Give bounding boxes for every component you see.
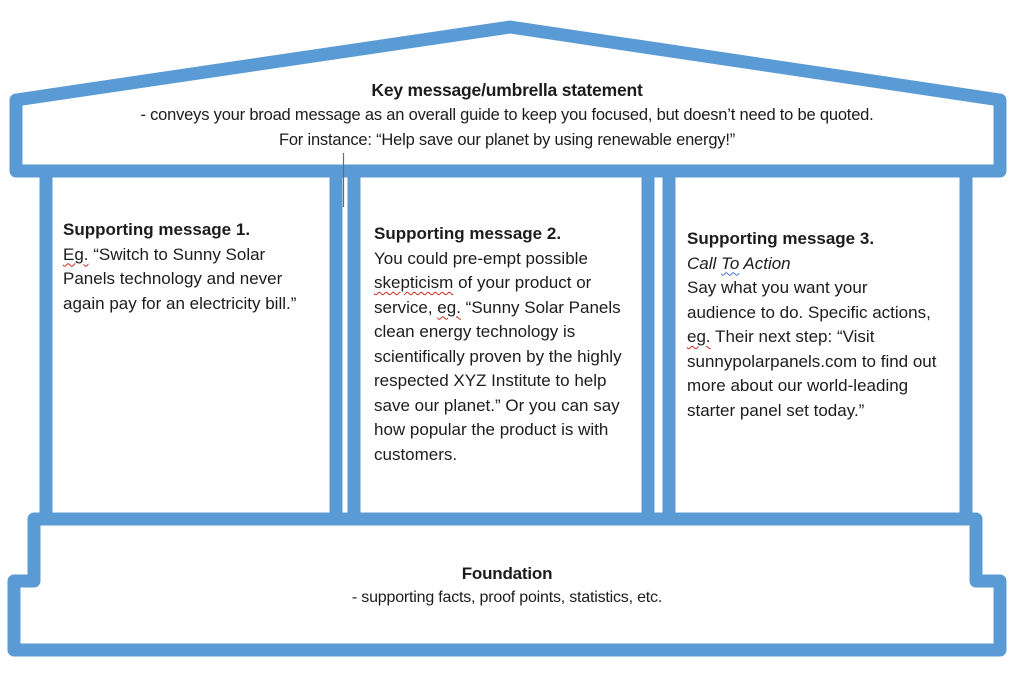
pillar-1-text-block: Supporting message 1. Eg. “Switch to Sun… — [63, 218, 313, 316]
supporting-message-1-body: Eg. “Switch to Sunny Solar Panels techno… — [63, 243, 313, 317]
pillar-2-text-block: Supporting message 2. You could pre-empt… — [374, 222, 630, 467]
call-to-action-subtitle: Call To Action — [687, 252, 939, 277]
foundation-shape — [7, 512, 1007, 657]
text-segment: Action — [739, 253, 791, 273]
text-segment: You could pre-empt possible — [374, 248, 588, 268]
pillar-2-shape — [347, 164, 655, 526]
text-segment: Say what you want your audience to do. S… — [687, 278, 931, 322]
text-segment: Their next step: “Visit — [710, 327, 875, 346]
flagged-text-segment: eg. — [687, 327, 711, 346]
text-segment: “Switch to Sunny Solar Panels technology… — [63, 244, 297, 313]
supporting-message-2-body: You could pre-empt possible skepticism o… — [374, 247, 630, 468]
flagged-text-segment: skepticism — [374, 273, 454, 292]
key-message-line1: - conveys your broad message as an overa… — [140, 106, 874, 124]
pillar-3-shape — [662, 164, 973, 526]
flagged-text-segment: Eg. — [63, 244, 89, 264]
text-segment: of your product or service, — [374, 273, 592, 317]
supporting-message-1-title: Supporting message 1. — [63, 220, 251, 239]
text-segment: sunnypolarpanels.com to find out more ab… — [687, 351, 937, 420]
roof-text-block: Key message/umbrella statement - conveys… — [40, 78, 974, 153]
text-segment: Call — [687, 253, 722, 273]
flagged-text-segment: To — [721, 253, 740, 273]
foundation-line: - supporting facts, proof points, statis… — [351, 589, 663, 606]
supporting-message-3-title: Supporting message 3. — [687, 229, 875, 248]
key-message-title: Key message/umbrella statement — [371, 80, 643, 100]
pillar-1-shape — [39, 164, 343, 526]
supporting-message-2-title: Supporting message 2. — [374, 224, 562, 243]
pillar-3-text-block: Supporting message 3. Call To Action Say… — [687, 227, 939, 423]
text-segment: “Sunny Solar Panels clean energy technol… — [374, 297, 622, 464]
flagged-text-segment: eg. — [437, 297, 461, 317]
key-message-line2: For instance: “Help save our planet by u… — [278, 131, 736, 149]
supporting-message-3-body: Say what you want your audience to do. S… — [687, 276, 939, 423]
foundation-text-block: Foundation - supporting facts, proof poi… — [40, 562, 974, 610]
foundation-title: Foundation — [461, 564, 553, 583]
